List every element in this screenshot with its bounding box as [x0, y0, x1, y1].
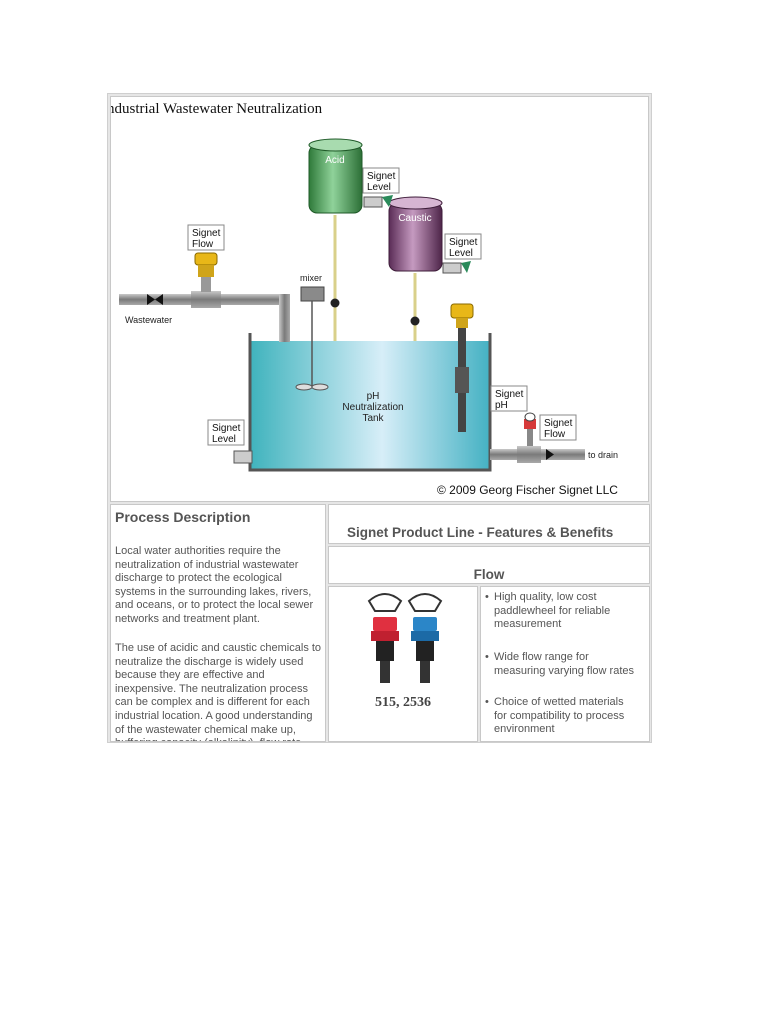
svg-text:Signet: Signet	[449, 237, 478, 248]
feature-item: • Wide flow range for measuring varying …	[485, 651, 635, 678]
inlet-pipe: Wastewater	[119, 291, 290, 342]
acid-level-sensor-icon	[364, 195, 393, 207]
product-model-label: 515, 2536	[329, 695, 477, 711]
sensor-2536-icon	[409, 594, 441, 683]
signet-inlet-flow-label: Signet Flow	[188, 225, 224, 250]
tank-level-sensor-icon	[234, 451, 252, 463]
svg-text:Tank: Tank	[362, 413, 384, 424]
svg-text:Level: Level	[449, 248, 473, 259]
svg-text:pH: pH	[367, 391, 380, 402]
acid-tank: Acid	[309, 139, 362, 347]
caustic-label: Caustic	[398, 213, 431, 224]
svg-text:Neutralization: Neutralization	[342, 402, 403, 413]
signet-tank-level-label: Signet Level	[208, 420, 244, 445]
sensor-515-icon	[369, 594, 401, 683]
page-frame: ndustrial Wastewater Neutralization	[107, 93, 652, 743]
acid-valve-icon	[331, 299, 340, 308]
product-line-header: Signet Product Line - Features & Benefit…	[328, 504, 650, 544]
paddlewheel-sensors-icon	[329, 587, 478, 697]
svg-text:Signet: Signet	[544, 418, 573, 429]
signet-acid-level-label: Signet Level	[363, 168, 399, 193]
process-diagram: ndustrial Wastewater Neutralization	[110, 96, 649, 502]
outlet-pipe: to drain	[490, 446, 618, 463]
process-paragraph-2: The use of acidic and caustic chemicals …	[115, 642, 323, 742]
signet-caustic-level-label: Signet Level	[445, 234, 481, 259]
svg-text:Signet: Signet	[212, 423, 241, 434]
inlet-flow-sensor-icon	[195, 253, 217, 292]
svg-text:Signet: Signet	[495, 389, 524, 400]
outlet-sensors-icon	[524, 413, 536, 446]
feature-item: • Choice of wetted materials for compati…	[485, 696, 635, 737]
feature-item: • High quality, low cost paddlewheel for…	[485, 591, 635, 632]
svg-text:Signet: Signet	[192, 228, 221, 239]
signet-outlet-flow-label: Signet Flow	[540, 415, 576, 440]
svg-text:pH: pH	[495, 400, 508, 411]
caustic-level-sensor-icon	[443, 261, 471, 273]
signet-ph-label: Signet pH	[491, 386, 527, 411]
svg-text:Level: Level	[212, 434, 236, 445]
flow-section-header: Flow	[328, 546, 650, 584]
product-image-cell: 515, 2536	[328, 586, 478, 742]
diagram-svg: Acid Caustic pH Neutralization Tank	[111, 97, 649, 502]
copyright-text: © 2009 Georg Fischer Signet LLC	[437, 483, 618, 497]
acid-label: Acid	[325, 155, 344, 166]
flow-heading: Flow	[329, 567, 649, 582]
svg-text:Flow: Flow	[192, 239, 214, 250]
svg-text:Wastewater: Wastewater	[125, 315, 172, 325]
svg-text:Flow: Flow	[544, 429, 566, 440]
product-line-heading: Signet Product Line - Features & Benefit…	[347, 525, 613, 540]
caustic-valve-icon	[411, 317, 420, 326]
svg-text:Signet: Signet	[367, 171, 396, 182]
neutralization-tank: pH Neutralization Tank	[250, 333, 490, 470]
process-heading: Process Description	[115, 509, 250, 525]
svg-text:Level: Level	[367, 182, 391, 193]
features-list: • High quality, low cost paddlewheel for…	[480, 586, 650, 742]
svg-text:to drain: to drain	[588, 450, 618, 460]
process-description: Process Description Local water authorit…	[110, 504, 326, 742]
process-paragraph-1: Local water authorities require the neut…	[115, 545, 323, 627]
svg-text:mixer: mixer	[300, 273, 322, 283]
